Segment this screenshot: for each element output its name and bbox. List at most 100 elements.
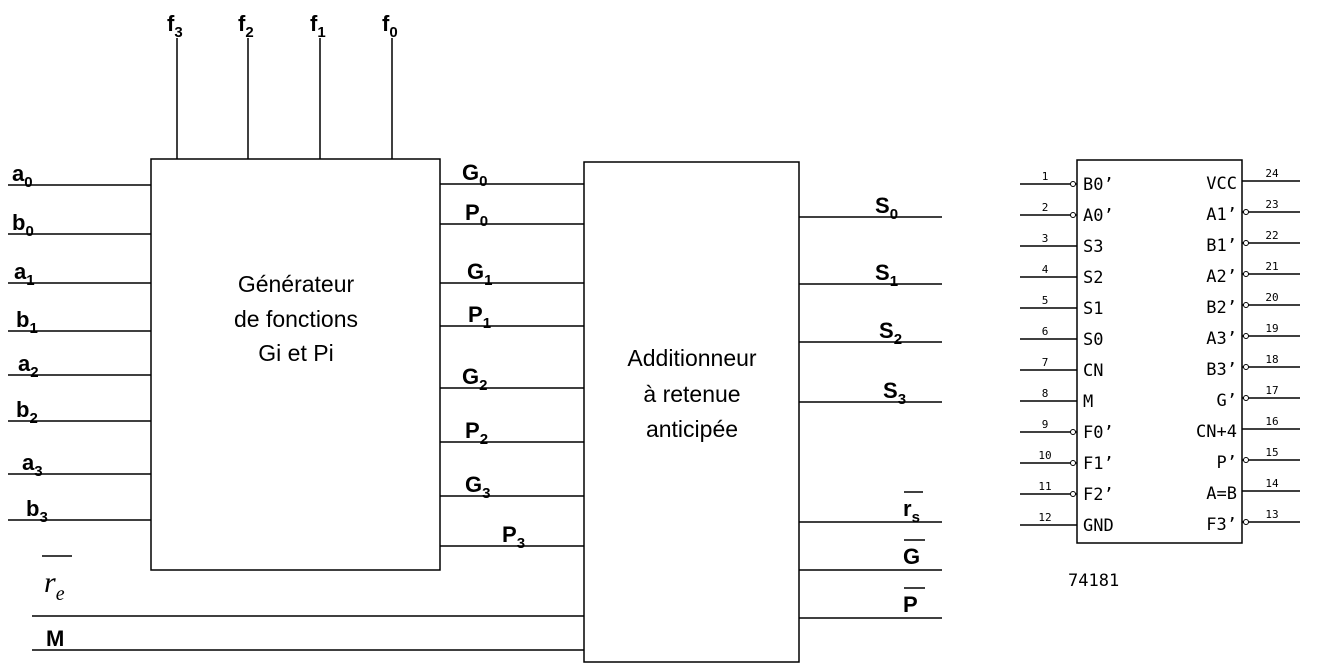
chip-name: 74181: [1068, 571, 1119, 591]
output-carry-0: rs: [903, 496, 920, 526]
chip-pin-number: 7: [1042, 356, 1049, 369]
chip-pin-15-bubble: [1243, 457, 1249, 463]
input-f3: f3: [167, 11, 183, 41]
input-f2-base: f: [238, 11, 246, 36]
carry-in-sub: e: [56, 583, 65, 605]
signal-G3-sub: 3: [482, 485, 490, 502]
input-b2-base: b: [16, 397, 29, 422]
chip-pin-number: 19: [1265, 322, 1278, 335]
chip-pin-number: 8: [1042, 387, 1049, 400]
input-f0: f0: [382, 11, 398, 41]
input-b2-sub: 2: [29, 410, 37, 427]
chip-pin-21-bubble: [1243, 271, 1249, 277]
input-a0: a0: [12, 161, 33, 191]
input-a1: a1: [14, 259, 35, 289]
output-carry-1-base: G: [903, 544, 920, 569]
input-f2: f2: [238, 11, 254, 41]
input-a1-sub: 1: [26, 272, 34, 289]
input-a0-base: a: [12, 161, 25, 186]
chip-pin-number: 18: [1265, 353, 1278, 366]
chip-pin-name: CN+4: [1196, 422, 1237, 442]
signal-P0-base: P: [465, 200, 480, 225]
chip-pin-number: 22: [1265, 229, 1278, 242]
chip-pin-number: 3: [1042, 232, 1049, 245]
chip-pin-23-bubble: [1243, 209, 1249, 215]
signal-P0-sub: 0: [480, 213, 488, 230]
input-f2-sub: 2: [245, 24, 253, 41]
signal-P2-sub: 2: [480, 431, 488, 448]
carry-in-label: re: [42, 555, 72, 605]
output-carry-1: G: [903, 544, 920, 569]
chip-pin-1-bubble: [1070, 181, 1076, 187]
input-f3-base: f: [167, 11, 175, 36]
input-a2-base: a: [18, 351, 31, 376]
signal-G0-base: G: [462, 160, 479, 185]
signal-G3-base: G: [465, 472, 482, 497]
chip-pin-number: 15: [1265, 446, 1278, 459]
chip-pin-13-bubble: [1243, 519, 1249, 525]
signal-G0: G0: [462, 160, 487, 190]
chip-pin-9-bubble: [1070, 429, 1076, 435]
chip-pin-number: 16: [1265, 415, 1278, 428]
input-a2: a2: [18, 351, 39, 381]
signal-G2: G2: [462, 364, 487, 394]
chip-pin-name: G’: [1217, 391, 1237, 411]
chip-pin-name: A=B: [1206, 484, 1237, 504]
signal-P1-base: P: [468, 302, 483, 327]
output-S2: S2: [879, 318, 902, 348]
input-b0: b0: [12, 210, 34, 240]
output-S1: S1: [875, 260, 898, 290]
chip-pin-number: 21: [1265, 260, 1278, 273]
input-a2-sub: 2: [30, 364, 38, 381]
input-b1: b1: [16, 307, 38, 337]
chip-pin-number: 4: [1042, 263, 1049, 276]
chip-pin-name: F3’: [1206, 515, 1237, 535]
chip-pin-2-bubble: [1070, 212, 1076, 218]
signal-G1-sub: 1: [484, 272, 492, 289]
chip-pin-22-bubble: [1243, 240, 1249, 246]
output-carry-0-sub: s: [912, 509, 920, 526]
input-a1-base: a: [14, 259, 27, 284]
chip-pin-number: 1: [1042, 170, 1049, 183]
signal-G0-sub: 0: [479, 173, 487, 190]
output-S3: S3: [883, 378, 906, 408]
input-b0-sub: 0: [25, 223, 33, 240]
chip-pin-number: 11: [1038, 480, 1051, 493]
input-a3: a3: [22, 450, 43, 480]
output-carry-2: P: [903, 592, 918, 617]
chip-pin-name: B0’: [1083, 175, 1114, 195]
chip-pin-number: 10: [1038, 449, 1051, 462]
chip-body: [1076, 159, 1243, 544]
adder-label-line-3: anticipée: [646, 416, 738, 442]
adder-label-line-2: à retenue: [643, 381, 740, 407]
input-b1-sub: 1: [29, 320, 37, 337]
chip-pin-number: 23: [1265, 198, 1278, 211]
chip-pin-20-bubble: [1243, 302, 1249, 308]
output-carry-2-base: P: [903, 592, 918, 617]
output-S3-base: S: [883, 378, 898, 403]
signal-G3: G3: [465, 472, 490, 502]
output-S1-base: S: [875, 260, 890, 285]
svg-text:re: re: [44, 566, 65, 605]
input-b2: b2: [16, 397, 38, 427]
input-f1-base: f: [310, 11, 318, 36]
chip-pin-name: M: [1083, 392, 1093, 412]
output-S2-base: S: [879, 318, 894, 343]
chip-pin-number: 5: [1042, 294, 1049, 307]
chip-pin-name: B1’: [1206, 236, 1237, 256]
chip-pin-name: VCC: [1206, 174, 1237, 194]
chip-pin-name: F0’: [1083, 423, 1114, 443]
chip-pin-name: GND: [1083, 516, 1114, 536]
input-a3-sub: 3: [34, 463, 42, 480]
output-S0: S0: [875, 193, 898, 223]
chip-pin-19-bubble: [1243, 333, 1249, 339]
signal-G2-base: G: [462, 364, 479, 389]
signal-P3-sub: 3: [517, 535, 525, 552]
chip-pin-17-bubble: [1243, 395, 1249, 401]
generator-label-line-1: Générateur: [238, 271, 355, 297]
chip-pin-number: 24: [1265, 167, 1279, 180]
output-S3-sub: 3: [898, 391, 906, 408]
chip-pin-18-bubble: [1243, 364, 1249, 370]
input-b0-base: b: [12, 210, 25, 235]
